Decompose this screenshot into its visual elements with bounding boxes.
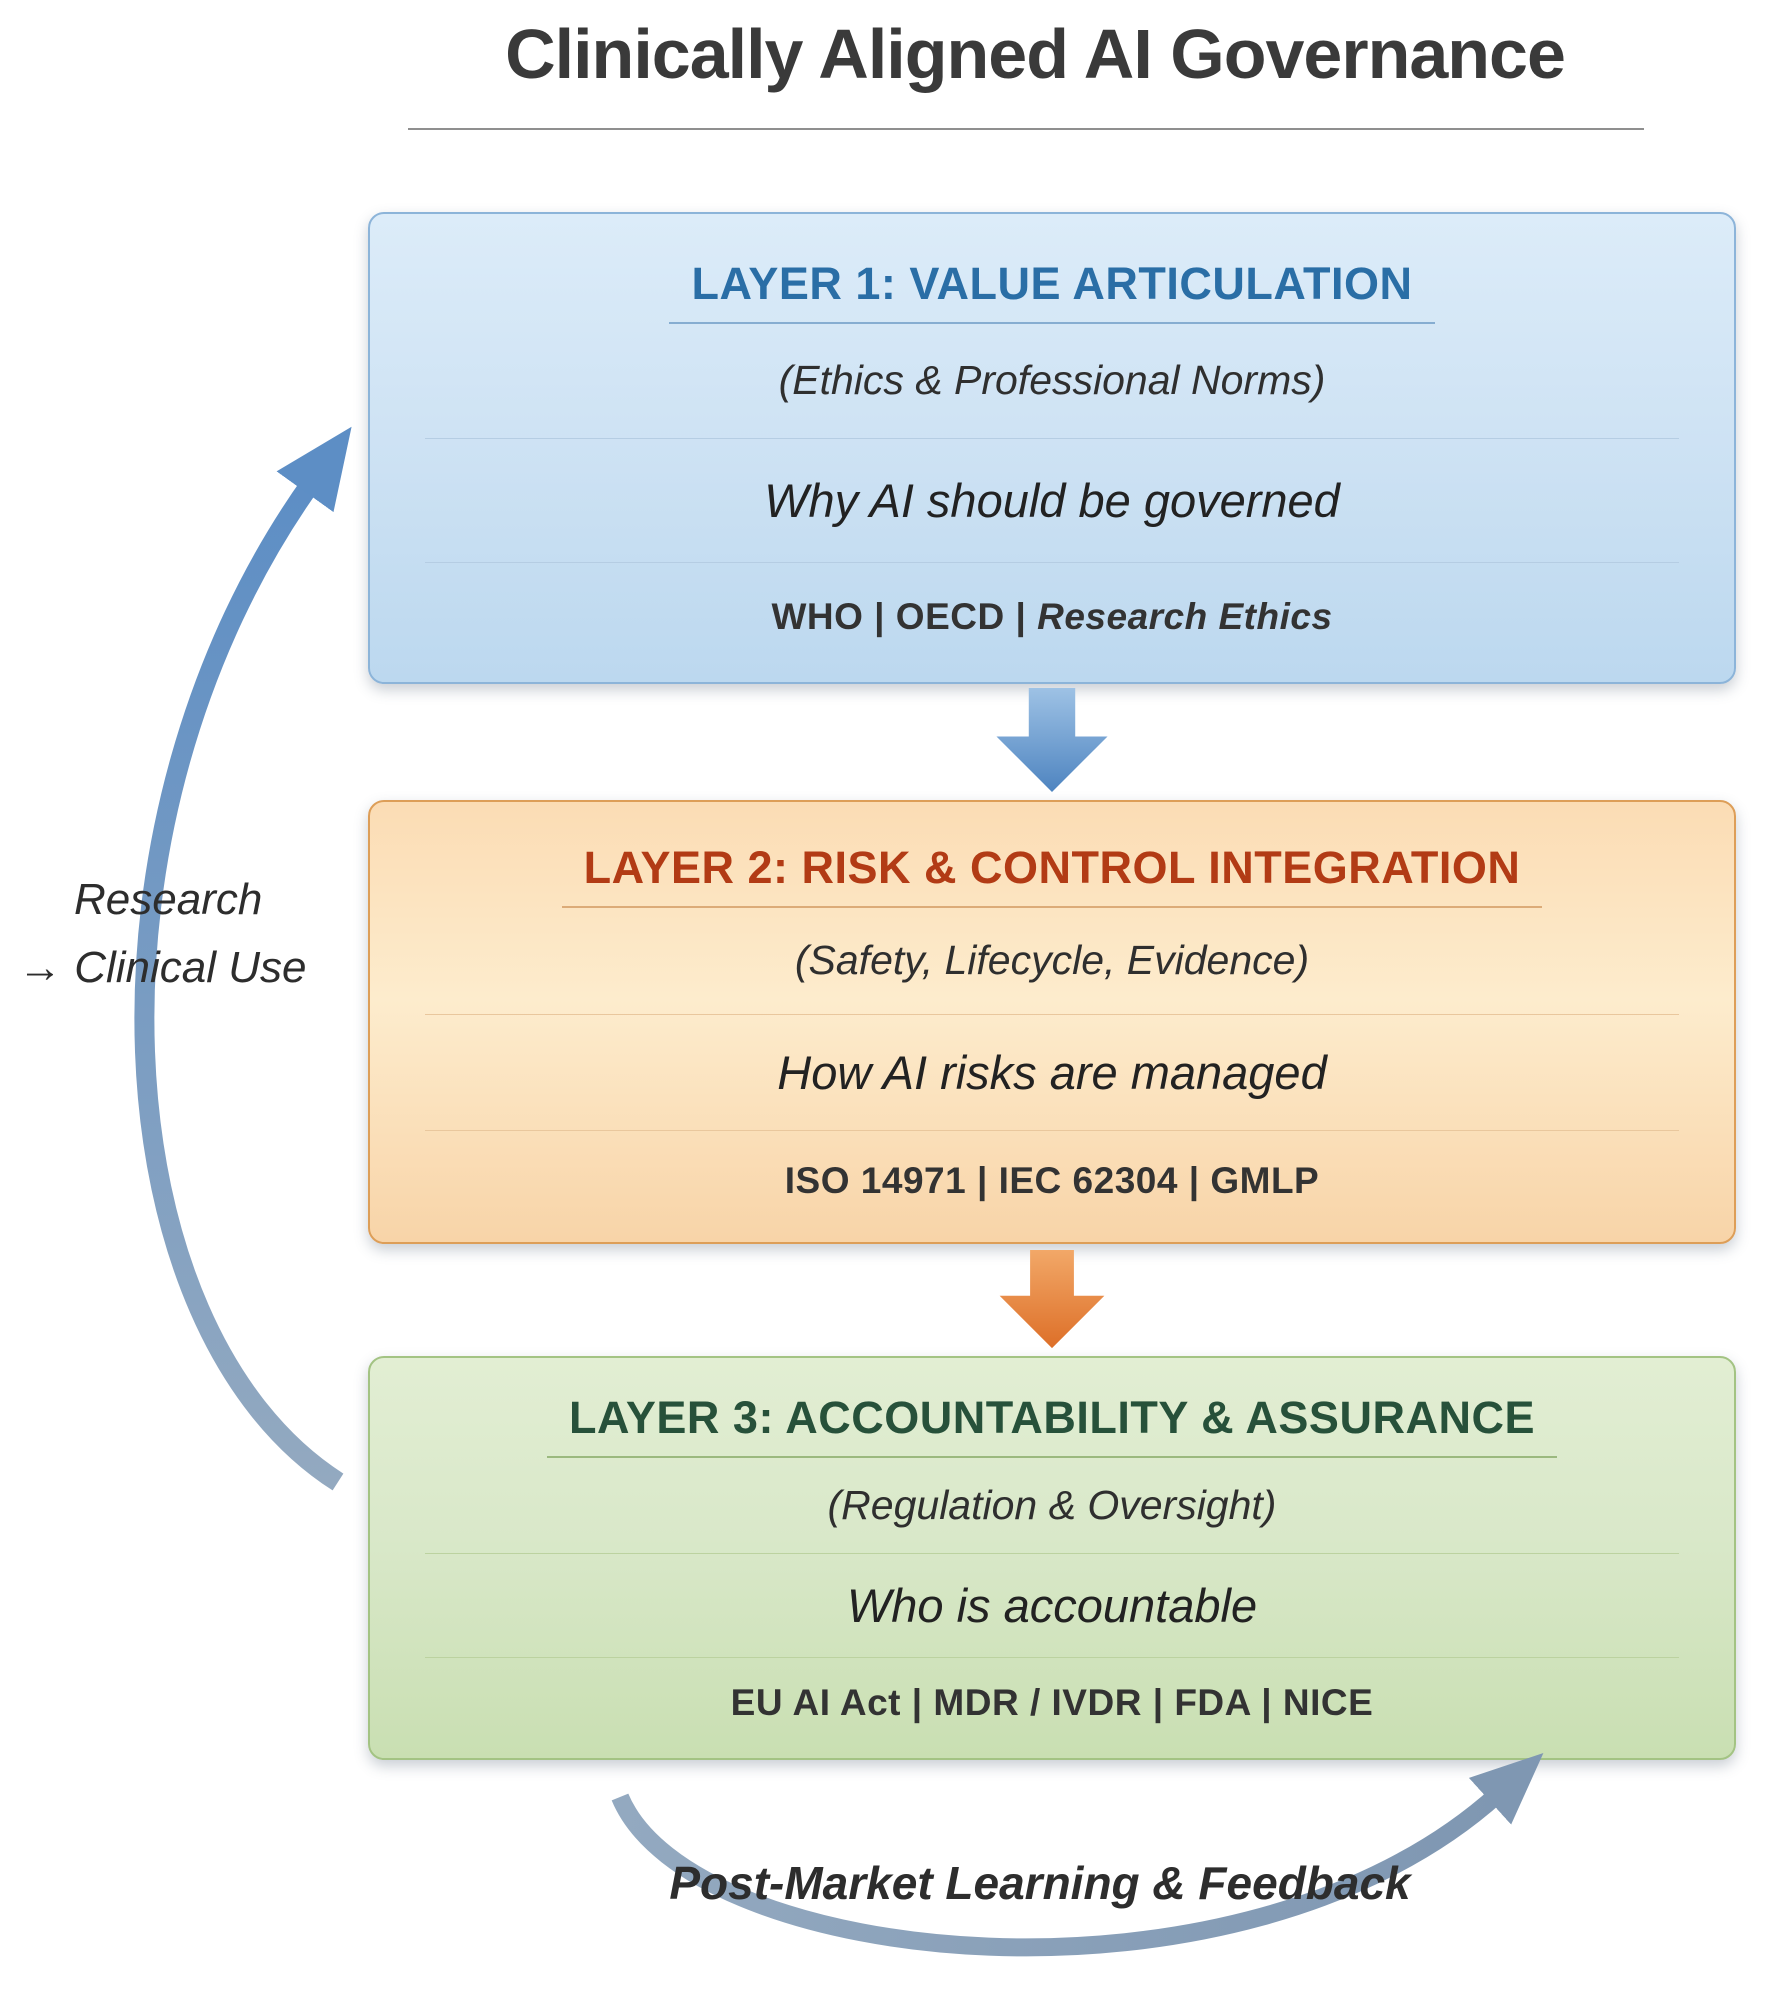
research-loop-label-line2: → Clinical Use	[18, 943, 307, 993]
layer1-statement: Why AI should be governed	[764, 473, 1340, 527]
down-arrow-shape	[996, 688, 1108, 792]
loop-arrow-curve	[134, 426, 352, 1491]
loop-arrow-curve	[611, 1753, 1544, 1957]
layer2-standards: ISO 14971 | IEC 62304 | GMLP	[785, 1160, 1319, 1202]
divider	[424, 561, 1680, 563]
layer2-box: LAYER 2: RISK & CONTROL INTEGRATION (Saf…	[368, 800, 1736, 1244]
divider	[424, 1014, 1680, 1016]
layer1-subtitle: (Ethics & Professional Norms)	[778, 357, 1326, 404]
layer1-standards: WHO | OECD | Research Ethics	[771, 596, 1332, 638]
layer1-box: LAYER 1: VALUE ARTICULATION (Ethics & Pr…	[368, 212, 1736, 684]
divider	[424, 1553, 1680, 1554]
layer1-heading: LAYER 1: VALUE ARTICULATION	[669, 258, 1435, 324]
layer3-standards-text: EU AI Act | MDR / IVDR | FDA | NICE	[730, 1682, 1374, 1723]
layer3-subtitle: (Regulation & Oversight)	[827, 1482, 1277, 1528]
layer3-box: LAYER 3: ACCOUNTABILITY & ASSURANCE (Reg…	[368, 1356, 1736, 1760]
layer2-subtitle: (Safety, Lifecycle, Evidence)	[794, 937, 1310, 984]
layer1-standards-text: WHO | OECD |	[771, 596, 1038, 638]
layer2-statement: How AI risks are managed	[777, 1045, 1327, 1099]
post-market-loop-arrow	[611, 1753, 1544, 1957]
page-title: Clinically Aligned AI Governance	[505, 15, 1566, 93]
research-to-clinical-loop-arrow	[134, 426, 352, 1491]
divider	[424, 1129, 1680, 1131]
research-loop-label-line1: Research	[74, 875, 263, 924]
layer2-standards-text: ISO 14971 | IEC 62304 | GMLP	[784, 1160, 1320, 1202]
layer3-standards: EU AI Act | MDR / IVDR | FDA | NICE	[731, 1682, 1374, 1724]
arrow-layer2-to-layer3-icon	[999, 1250, 1105, 1349]
divider	[424, 1657, 1680, 1658]
research-loop-label: Research → Clinical Use	[18, 866, 378, 1002]
layer3-heading: LAYER 3: ACCOUNTABILITY & ASSURANCE	[547, 1392, 1557, 1458]
arrow-layer1-to-layer2-icon	[996, 688, 1108, 792]
layer2-heading: LAYER 2: RISK & CONTROL INTEGRATION	[561, 842, 1543, 908]
down-arrow-shape	[999, 1250, 1105, 1349]
layer3-statement: Who is accountable	[846, 1579, 1258, 1632]
layer1-standards-italic: Research Ethics	[1037, 596, 1333, 638]
title-underline	[408, 128, 1644, 130]
divider	[424, 438, 1680, 440]
post-market-loop-label: Post-Market Learning & Feedback	[669, 1857, 1411, 1909]
